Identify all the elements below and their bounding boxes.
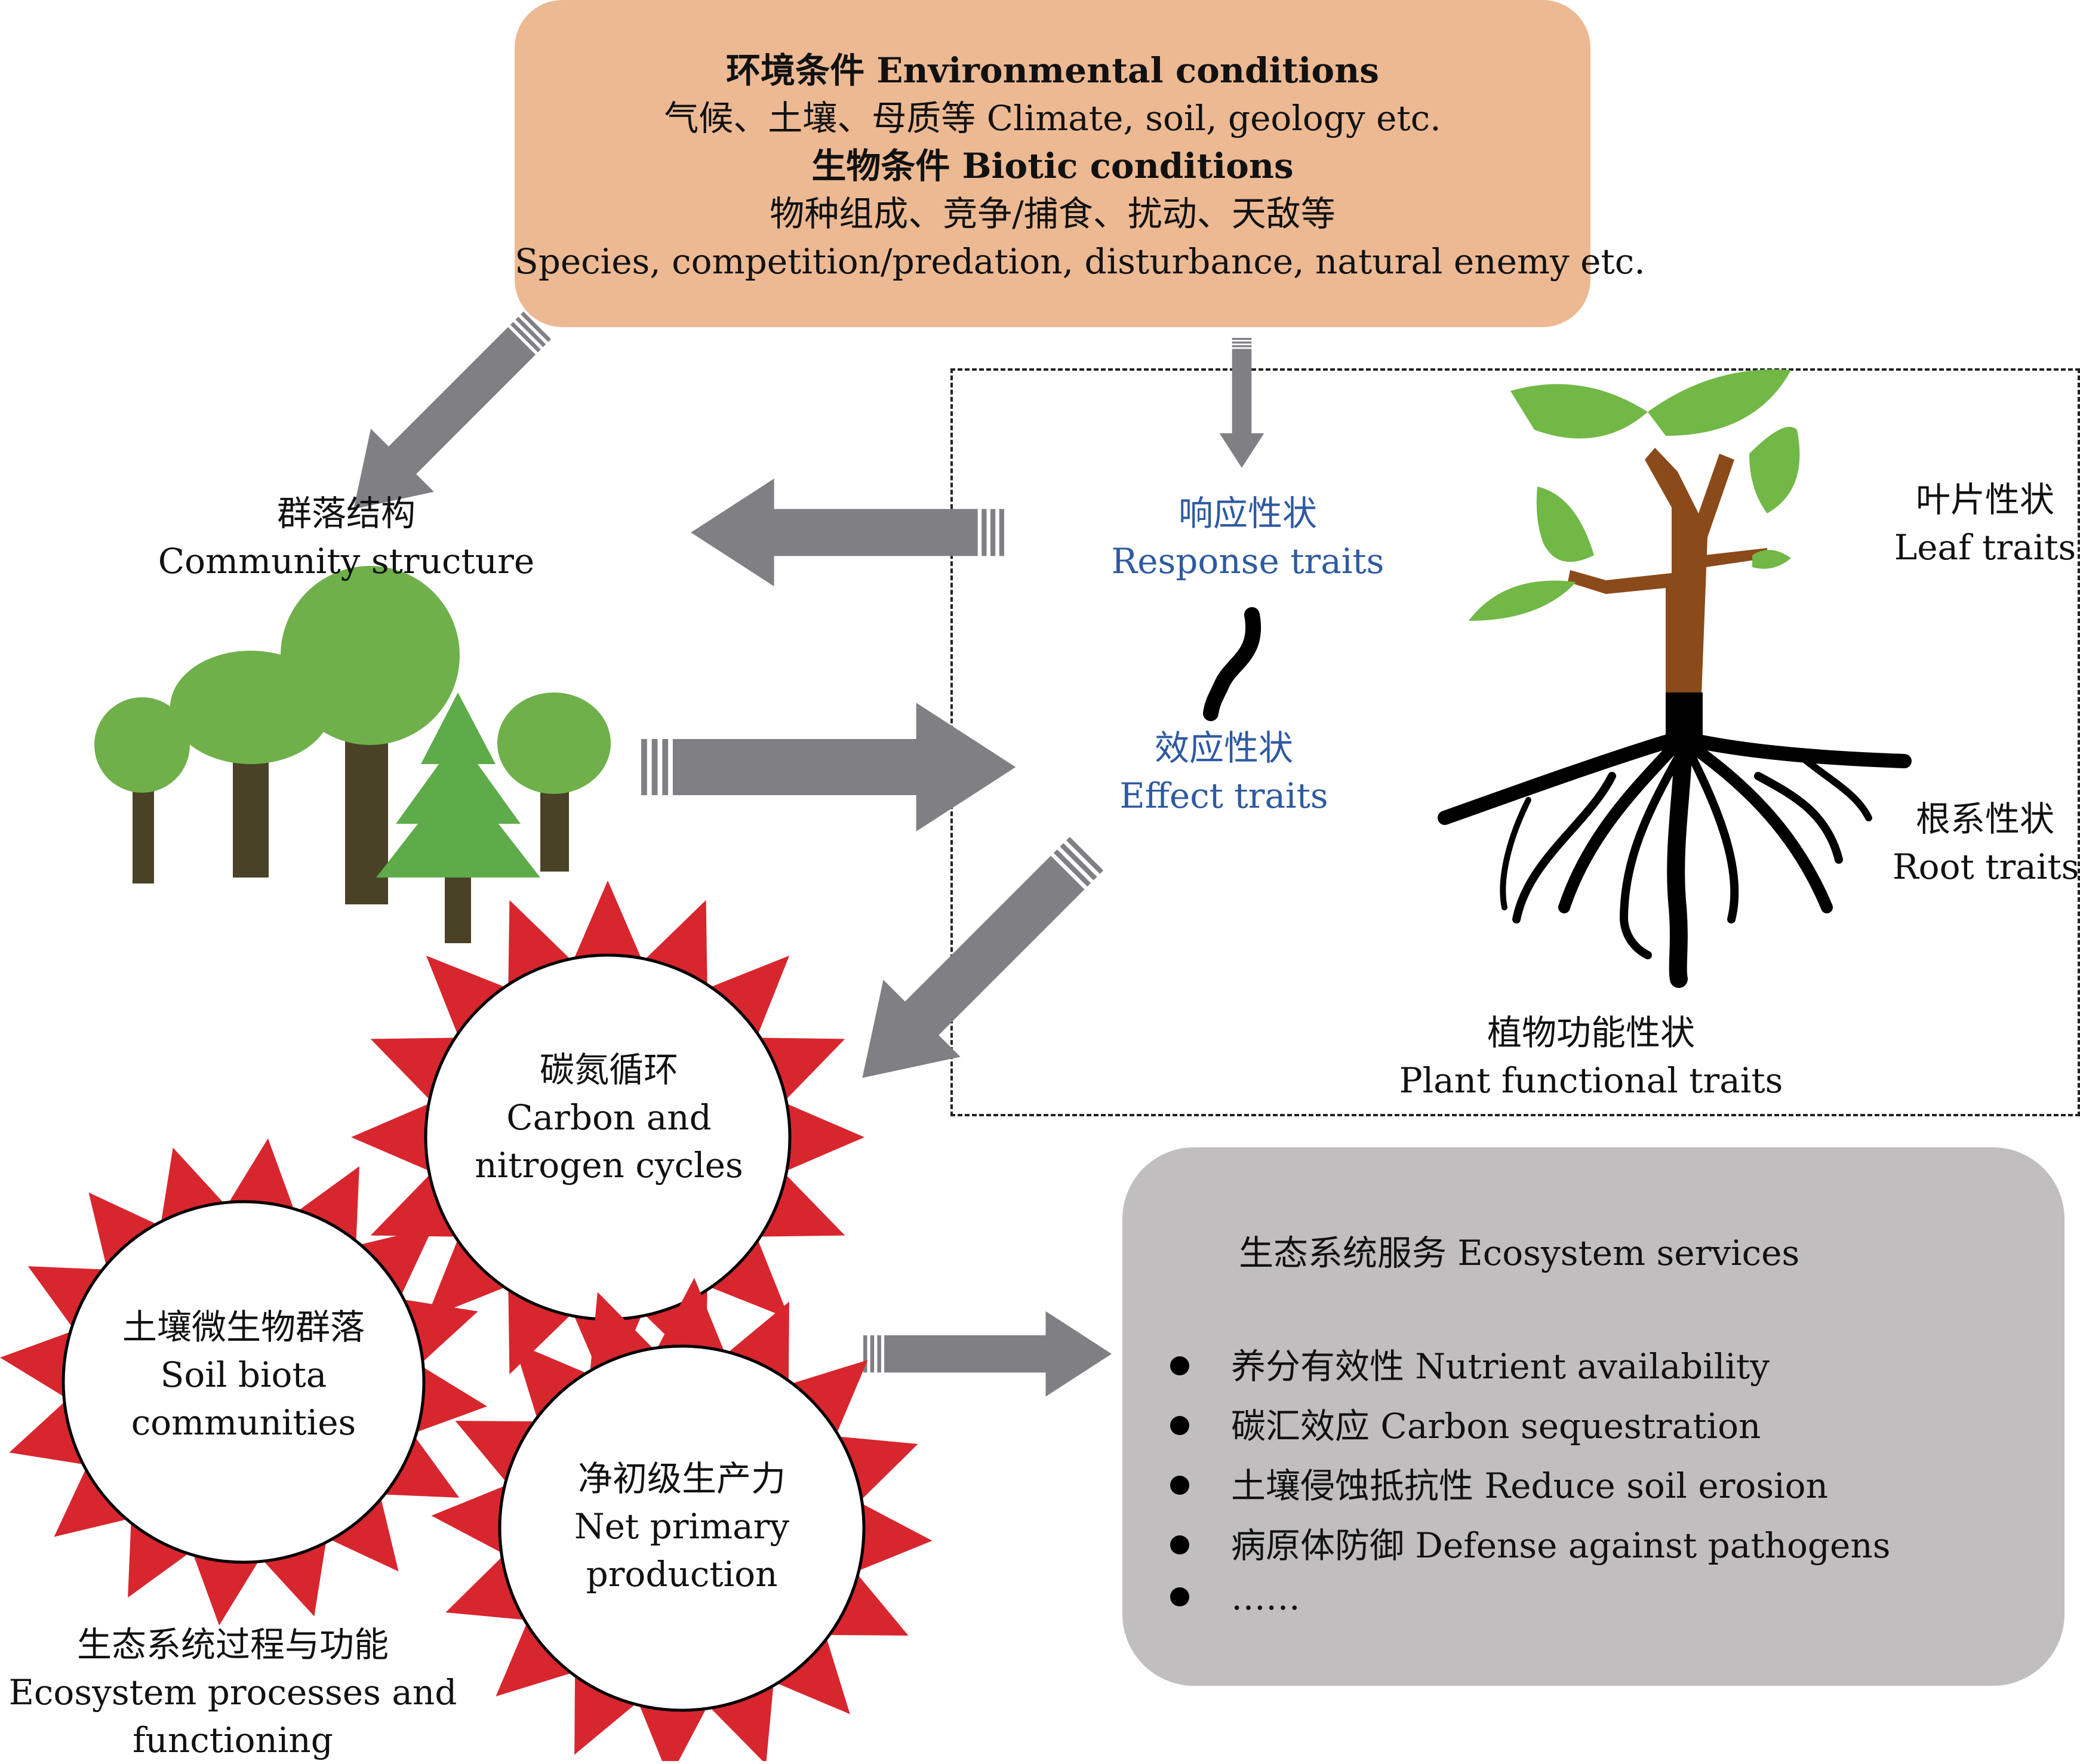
leaf-traits-label: 叶片性状 Leaf traits <box>1893 476 2078 571</box>
npp-en-1: Net primary <box>574 1506 790 1547</box>
biotic-conditions-desc-cn: 物种组成、竞争/捕食、扰动、天敌等 <box>770 193 1336 234</box>
ecosystem-services-box: 生态系统服务 Ecosystem services 养分有效性 Nutrient… <box>1122 1147 2064 1686</box>
community-structure-label: 群落结构 Community structure <box>119 490 573 585</box>
ecosystem-processes-en-1: Ecosystem processes and <box>8 1672 457 1713</box>
soil-biota-en-2: communities <box>131 1402 356 1443</box>
arrow-response-to-community <box>691 478 1004 587</box>
effect-traits-cn: 效应性状 <box>1154 728 1293 768</box>
carbon-nitrogen-en-1: Carbon and <box>506 1097 712 1138</box>
arrow-env-to-response-traits <box>1219 338 1264 468</box>
community-structure-en: Community structure <box>158 541 535 581</box>
bullet-icon <box>1170 1587 1189 1606</box>
root-traits-cn: 根系性状 <box>1915 799 2054 839</box>
plant-functional-traits-cn: 植物功能性状 <box>1487 1012 1695 1053</box>
soil-biota-en-1: Soil biota <box>160 1354 327 1395</box>
ecosystem-processes-label: 生态系统过程与功能 Ecosystem processes and functi… <box>6 1621 460 1764</box>
soil-biota-cn: 土壤微生物群落 <box>122 1307 365 1347</box>
forest-icon <box>94 566 611 943</box>
leaf-traits-cn: 叶片性状 <box>1915 479 2054 520</box>
service-item-text: 养分有效性 Nutrient availability <box>1231 1346 1770 1387</box>
root-traits-label: 根系性状 Root traits <box>1893 795 2079 891</box>
service-item: 养分有效性 Nutrient availability <box>1170 1338 1770 1389</box>
biotic-conditions-title: 生物条件 Biotic conditions <box>811 146 1294 186</box>
ecosystem-processes-en-2: functioning <box>133 1720 333 1760</box>
service-item: 病原体防御 Defense against pathogens <box>1170 1517 1891 1568</box>
leaf-traits-en: Leaf traits <box>1894 527 2076 568</box>
service-item: …… <box>1170 1577 1300 1618</box>
biotic-conditions-desc-en: Species, competition/predation, disturba… <box>515 241 1645 282</box>
service-item-text: 病原体防御 Defense against pathogens <box>1231 1525 1891 1566</box>
response-traits-en: Response traits <box>1111 541 1384 581</box>
effect-traits-en: Effect traits <box>1119 775 1328 816</box>
soil-biota-label: 土壤微生物群落 Soil biota communities <box>94 1303 393 1446</box>
response-traits-cn: 响应性状 <box>1178 493 1317 534</box>
service-item: 碳汇效应 Carbon sequestration <box>1170 1398 1761 1448</box>
env-conditions-title: 环境条件 Environmental conditions <box>726 50 1379 91</box>
bullet-icon <box>1170 1415 1189 1435</box>
carbon-nitrogen-cycles-label: 碳氮循环 Carbon and nitrogen cycles <box>460 1046 758 1189</box>
carbon-nitrogen-en-2: nitrogen cycles <box>475 1145 743 1186</box>
bullet-icon <box>1170 1356 1189 1375</box>
plant-functional-traits-label: 植物功能性状 Plant functional traits <box>1373 1009 1809 1104</box>
service-item-text: 碳汇效应 Carbon sequestration <box>1231 1406 1761 1446</box>
service-item-text: …… <box>1231 1577 1300 1618</box>
carbon-nitrogen-cn: 碳氮循环 <box>539 1049 678 1090</box>
plant-functional-traits-en: Plant functional traits <box>1399 1060 1783 1101</box>
service-item-text: 土壤侵蚀抵抗性 Reduce soil erosion <box>1231 1466 1828 1506</box>
community-structure-cn: 群落结构 <box>276 493 416 534</box>
service-item: 土壤侵蚀抵抗性 Reduce soil erosion <box>1170 1458 1828 1508</box>
effect-traits-label: 效应性状 Effect traits <box>1039 724 1409 820</box>
bullet-icon <box>1170 1535 1189 1554</box>
arrow-effect-to-processes <box>823 815 1125 1117</box>
root-traits-en: Root traits <box>1893 846 2079 887</box>
npp-en-2: production <box>586 1554 778 1594</box>
ecosystem-services-title: 生态系统服务 Ecosystem services <box>1239 1233 1800 1273</box>
bullet-icon <box>1170 1475 1189 1495</box>
gears-group <box>0 881 933 1761</box>
npp-label: 净初级生产力 Net primary production <box>533 1455 831 1598</box>
env-conditions-desc: 气候、土壤、母质等 Climate, soil, geology etc. <box>664 98 1441 138</box>
environmental-conditions-box: 环境条件 Environmental conditions 气候、土壤、母质等 … <box>515 0 1645 327</box>
npp-cn: 净初级生产力 <box>577 1458 786 1499</box>
arrow-community-to-effect-traits <box>641 703 1016 832</box>
arrow-processes-to-services <box>863 1311 1112 1397</box>
plant-icon <box>1438 369 1912 988</box>
ecosystem-processes-cn: 生态系统过程与功能 <box>76 1624 389 1665</box>
response-traits-label: 响应性状 Response traits <box>1063 490 1433 585</box>
response-effect-link <box>1203 607 1261 721</box>
